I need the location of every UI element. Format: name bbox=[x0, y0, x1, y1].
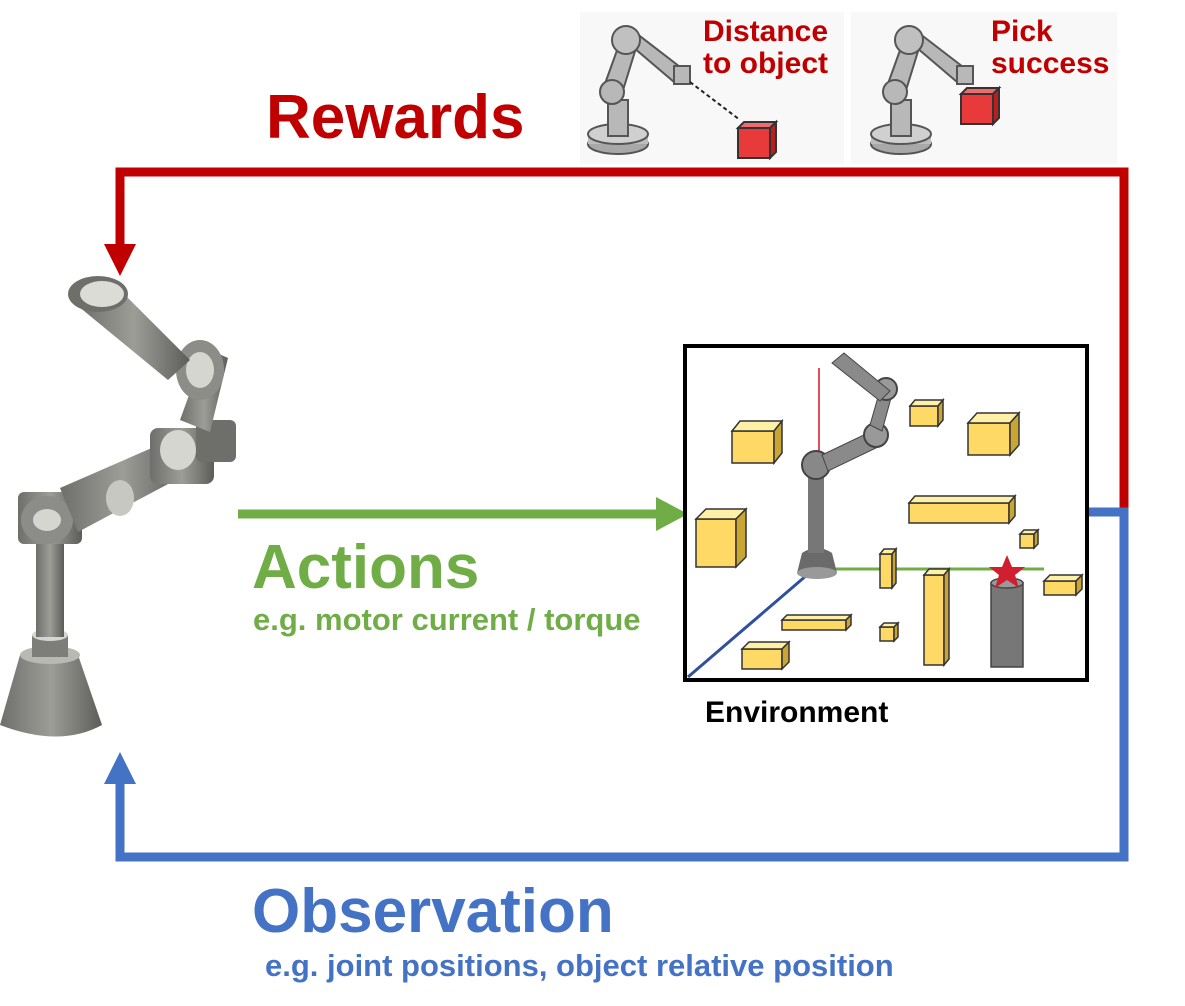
agent-robot-arm bbox=[0, 276, 236, 737]
reward-example-pick bbox=[851, 12, 1117, 164]
robot-reaching-icon bbox=[587, 25, 779, 161]
obstacle-box bbox=[878, 621, 900, 643]
obstacle-box bbox=[908, 397, 945, 429]
obstacle-box bbox=[740, 640, 791, 671]
reward-example-pick-label: Pick success bbox=[991, 15, 1110, 80]
observation-title: Observation bbox=[252, 877, 614, 946]
actions-arrow-head bbox=[656, 497, 688, 531]
obstacle-box bbox=[966, 411, 1021, 457]
reward-example-distance bbox=[580, 12, 844, 164]
target-pedestal bbox=[990, 582, 1024, 668]
obstacle-box bbox=[730, 418, 784, 466]
actions-subtitle: e.g. motor current / torque bbox=[253, 602, 641, 637]
obstacle-box bbox=[922, 566, 951, 668]
rewards-arrow-path bbox=[115, 167, 1129, 510]
rewards-title: Rewards bbox=[266, 83, 525, 152]
environment-scene bbox=[683, 344, 1089, 682]
target-star-icon bbox=[989, 555, 1025, 588]
rewards-arrow-head bbox=[104, 244, 136, 276]
obstacle-box bbox=[780, 613, 853, 632]
obstacle-box bbox=[878, 546, 898, 591]
observation-arrow-head bbox=[104, 752, 136, 784]
obstacle-box bbox=[1042, 573, 1084, 597]
reward-example-distance-label: Distance to object bbox=[703, 15, 829, 80]
obstacle-box bbox=[694, 507, 748, 569]
actions-title: Actions bbox=[252, 533, 480, 602]
environment-label: Environment bbox=[705, 696, 889, 729]
obstacle-box bbox=[1018, 528, 1040, 550]
robot-grasping-icon bbox=[870, 25, 1002, 155]
observation-subtitle: e.g. joint positions, object relative po… bbox=[265, 948, 894, 983]
obstacle-box bbox=[907, 493, 1017, 526]
observation-arrow-path bbox=[115, 507, 1129, 862]
